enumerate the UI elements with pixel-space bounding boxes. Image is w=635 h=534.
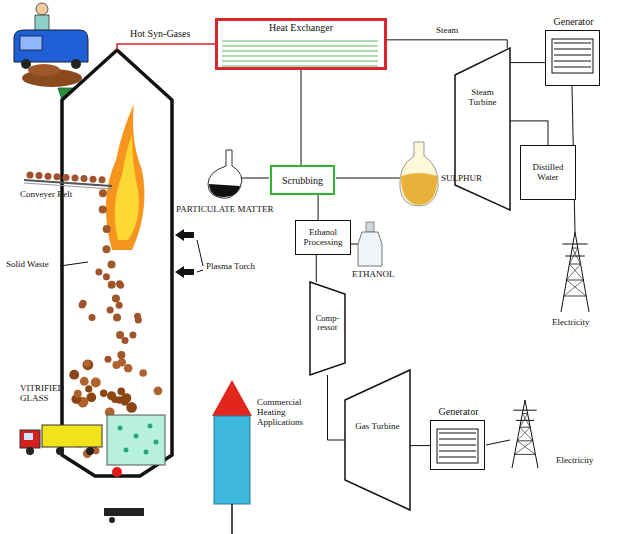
node-text: Gas Turbine	[347, 422, 408, 432]
compressor: Comp-ressor	[310, 282, 345, 375]
node-text: Distilled Water	[521, 161, 575, 185]
product-label: SULPHUR	[441, 174, 501, 184]
node-text: Steam Turbine	[457, 88, 508, 108]
part-label: Conveyer Belt	[20, 190, 100, 200]
connector-line	[301, 70, 302, 165]
wire	[486, 440, 510, 445]
flow-label: Hot Syn-Gases	[130, 28, 220, 39]
connector-line	[328, 375, 346, 440]
connector-line	[318, 195, 319, 220]
bottle-icon	[346, 222, 382, 266]
part-label: Solid Waste	[6, 260, 60, 270]
node-text: Heat Exchanger	[218, 21, 384, 33]
generator-winding	[546, 31, 599, 85]
connector-line	[316, 255, 317, 282]
building-icon	[212, 380, 252, 534]
generator-box: Generator	[545, 30, 600, 86]
electricity-tower	[512, 232, 589, 468]
flask-icon	[208, 150, 269, 198]
conveyor-belt	[24, 180, 112, 189]
heat-exchanger-box: Heat Exchanger	[215, 18, 387, 70]
node-text: Scrubbing	[279, 173, 326, 188]
gas-turbine: Gas Turbine	[345, 370, 410, 510]
product-label: PARTICULATE MATTER	[176, 205, 288, 215]
product-label: VITRIFIED GLASS	[20, 384, 82, 404]
node-text: Ethanol Processing	[296, 226, 350, 250]
part-label: Plasma Torch	[206, 262, 278, 272]
vitrified-glass	[20, 415, 165, 523]
node-text: Generator	[411, 406, 506, 417]
output-label: Commercial Heating Applications	[257, 398, 319, 428]
turbine-outline	[455, 48, 510, 210]
flask-icon	[336, 142, 438, 206]
edge-label: Steam	[434, 26, 461, 36]
output-label: Electricity	[552, 318, 614, 328]
steam-turbine: Steam Turbine	[455, 48, 510, 210]
node-text: Comp-ressor	[312, 314, 343, 333]
plasma-torch	[175, 229, 203, 278]
output-label: Electricity	[556, 456, 618, 466]
generator-box: Generator	[430, 420, 485, 470]
syngas-line	[117, 44, 215, 50]
connector-line	[510, 62, 545, 63]
process-box: Distilled Water	[520, 145, 576, 200]
product-label: ETHANOL	[352, 270, 412, 280]
connector-line	[410, 445, 430, 446]
connector-line	[387, 40, 507, 48]
leader-line	[60, 262, 88, 266]
node-text: Generator	[526, 16, 621, 27]
connector-line	[510, 121, 548, 145]
scrubbing-box: Scrubbing	[270, 165, 335, 195]
turbine-outline	[345, 370, 410, 510]
process-box: Ethanol Processing	[295, 220, 351, 255]
generator-winding	[431, 421, 484, 469]
